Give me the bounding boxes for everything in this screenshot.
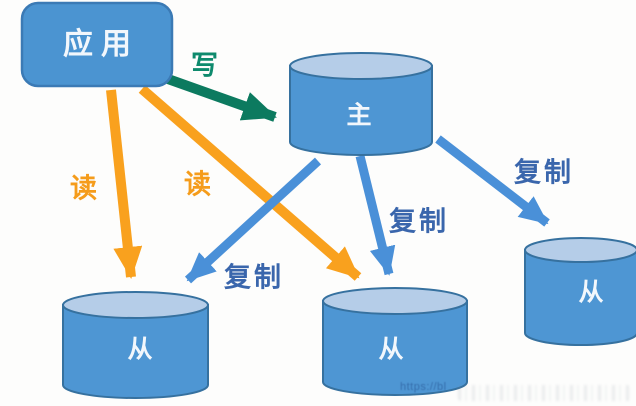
copy-arrow-middle xyxy=(355,154,396,276)
copy-arrow-left xyxy=(184,157,322,284)
master-node-shape xyxy=(289,52,433,156)
copy-middle-edge-label: 复制 xyxy=(389,206,449,237)
app-node-shape xyxy=(20,1,174,88)
copy-right-edge-label: 复制 xyxy=(514,157,574,188)
watermark-faint-trail xyxy=(458,385,630,401)
slave3-node-shape xyxy=(524,237,636,346)
read-left-edge-label: 读 xyxy=(70,173,100,204)
read-arrow-left xyxy=(106,89,143,279)
slave1-node-label: 从 xyxy=(127,335,155,364)
slave3-node-label: 从 xyxy=(578,278,606,307)
slave2-node-label: 从 xyxy=(378,335,406,364)
write-edge-label: 写 xyxy=(191,50,221,81)
copy-arrow-right xyxy=(435,135,550,227)
slave1-node-shape xyxy=(62,291,209,399)
master-node-label: 主 xyxy=(346,101,374,130)
app-node-label: 应用 xyxy=(63,28,139,61)
write-arrow xyxy=(166,74,277,122)
watermark-url: https://bl xyxy=(400,381,447,393)
read-arrow-middle xyxy=(138,85,362,281)
slave2-node-shape xyxy=(322,287,468,396)
read-middle-edge-label: 读 xyxy=(184,169,214,200)
copy-left-edge-label: 复制 xyxy=(224,262,284,293)
